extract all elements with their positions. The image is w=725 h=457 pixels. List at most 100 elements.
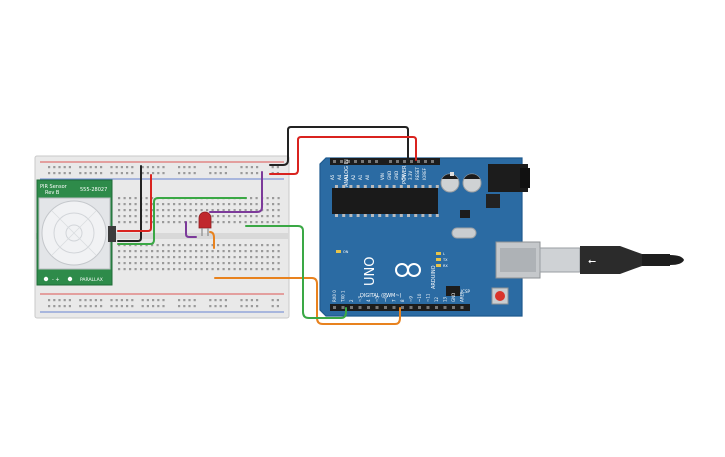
header-pin — [418, 306, 421, 309]
terminal-hole — [129, 250, 132, 253]
rail-hole — [245, 166, 248, 169]
wire-black-gnd[interactable] — [269, 126, 409, 166]
terminal-hole — [140, 244, 143, 247]
rail-hole — [240, 305, 243, 308]
rail-hole — [183, 305, 186, 308]
terminal-hole — [156, 262, 159, 265]
rail-hole — [58, 299, 61, 302]
terminal-hole — [145, 215, 148, 218]
terminal-hole — [118, 250, 121, 253]
wire-green-pin2[interactable] — [245, 225, 347, 319]
terminal-hole — [272, 197, 275, 200]
terminal-hole — [129, 244, 132, 247]
pir-sensor[interactable]: PIR Sensor Rev B 555-28027 - + PARALLAX — [36, 179, 116, 286]
terminal-hole — [134, 203, 137, 206]
terminal-hole — [200, 203, 203, 206]
led[interactable] — [198, 211, 212, 236]
terminal-hole — [266, 215, 269, 218]
terminal-hole — [206, 244, 209, 247]
rail-hole — [131, 299, 134, 302]
terminal-hole — [195, 244, 198, 247]
terminal-hole — [217, 203, 220, 206]
terminal-hole — [244, 215, 247, 218]
terminal-hole — [217, 262, 220, 265]
terminal-hole — [123, 244, 126, 247]
digital-pwm-label: DIGITAL (PWM~) — [360, 293, 402, 299]
terminal-hole — [272, 262, 275, 265]
top-rail-holes — [48, 166, 279, 175]
terminal-hole — [189, 203, 192, 206]
wire-purple-led[interactable] — [185, 221, 197, 238]
icsp-label: ICSP — [461, 289, 471, 294]
terminal-hole — [250, 203, 253, 206]
crystal — [451, 227, 477, 239]
terminal-hole — [140, 250, 143, 253]
terminal-hole — [244, 209, 247, 212]
terminal-hole — [250, 244, 253, 247]
terminal-hole — [217, 268, 220, 271]
terminal-hole — [250, 262, 253, 265]
reset-button[interactable] — [495, 291, 505, 301]
rail-hole — [152, 166, 155, 169]
rail-hole — [120, 166, 123, 169]
terminal-hole — [239, 244, 242, 247]
wire-green-pir-out[interactable] — [117, 197, 247, 245]
terminal-hole — [195, 203, 198, 206]
rail-hole — [188, 166, 191, 169]
terminal-hole — [211, 250, 214, 253]
rail-hole — [219, 166, 222, 169]
rail-hole — [183, 172, 186, 175]
smd-component — [450, 172, 454, 176]
rail-hole — [157, 172, 160, 175]
rail-hole — [89, 166, 92, 169]
terminal-hole — [228, 256, 231, 259]
terminal-hole — [129, 268, 132, 271]
wire-purple-gnd[interactable] — [209, 171, 263, 213]
pir-brand: PARALLAX — [80, 277, 103, 283]
pir-part-number: 555-28027 — [80, 187, 107, 193]
pin-label: GND — [451, 293, 456, 302]
terminal-hole — [162, 262, 165, 265]
header-pin — [410, 160, 413, 163]
terminal-hole — [255, 262, 258, 265]
chip-pin — [414, 214, 418, 217]
terminal-hole — [134, 262, 137, 265]
terminal-hole — [184, 215, 187, 218]
usb-plug-housing — [580, 246, 642, 274]
rail-hole — [178, 172, 181, 175]
chip-pin — [349, 214, 353, 217]
usb-cable[interactable]: ⭠ — [539, 246, 684, 274]
terminal-hole — [222, 250, 225, 253]
rail-hole — [48, 166, 51, 169]
pin-label: A4 — [337, 174, 342, 180]
rail-hole — [219, 299, 222, 302]
terminal-hole — [233, 209, 236, 212]
rail-hole — [110, 166, 113, 169]
wire-orange-led[interactable] — [209, 231, 215, 249]
terminal-hole — [277, 209, 280, 212]
terminal-hole — [200, 256, 203, 259]
header-pin — [401, 306, 404, 309]
pin-label: AREF — [460, 291, 465, 302]
wire-black-pir-gnd[interactable] — [117, 165, 142, 242]
rail-hole — [120, 299, 123, 302]
terminal-hole — [178, 244, 181, 247]
wire-red-pir-vcc[interactable] — [117, 174, 152, 232]
pin-label: 13 — [443, 296, 448, 302]
terminal-hole — [228, 215, 231, 218]
terminal-hole — [140, 262, 143, 265]
terminal-hole — [189, 262, 192, 265]
terminal-hole — [266, 256, 269, 259]
terminal-hole — [118, 203, 121, 206]
header-pin — [384, 306, 387, 309]
terminal-hole — [178, 262, 181, 265]
terminal-hole — [145, 268, 148, 271]
wire-red-5v[interactable] — [269, 136, 417, 175]
wire-orange-pin8[interactable] — [214, 277, 401, 325]
terminal-hole — [244, 203, 247, 206]
header-pin — [361, 160, 364, 163]
rail-hole — [146, 299, 149, 302]
rail-hole — [94, 305, 97, 308]
